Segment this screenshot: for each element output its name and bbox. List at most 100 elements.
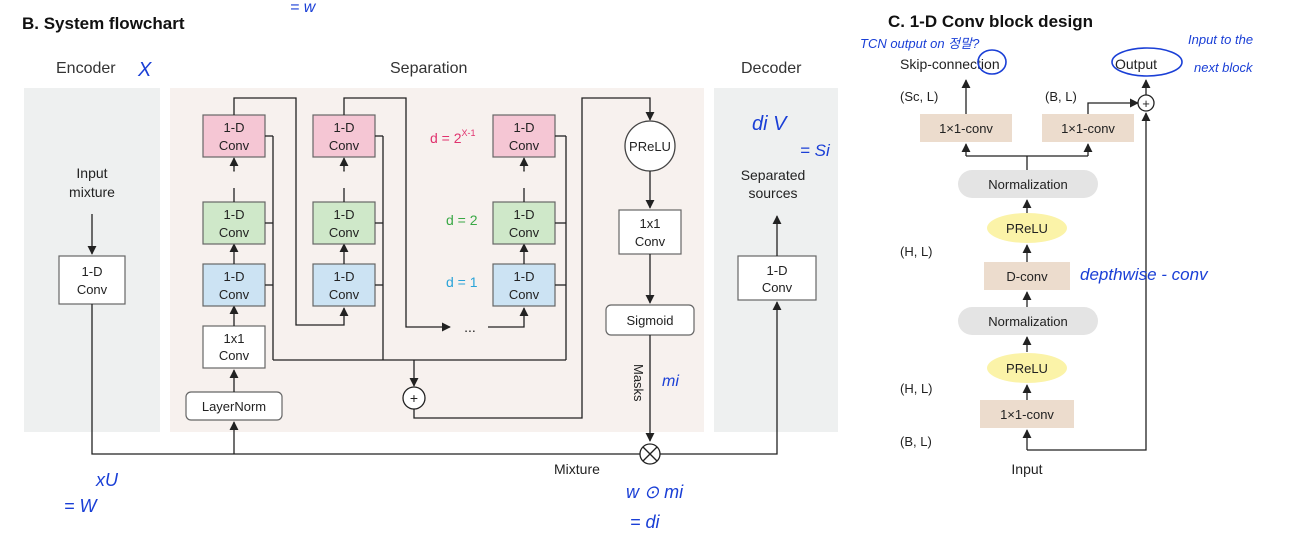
svg-text:1×1-conv: 1×1-conv: [1061, 121, 1115, 136]
stack2-green-conv: 1-D Conv: [312, 201, 376, 245]
decoder-conv-box: 1-D Conv: [737, 255, 817, 301]
svg-text:Normalization: Normalization: [988, 314, 1067, 329]
prelu-bottom: PReLU: [987, 353, 1067, 383]
svg-text:1-D: 1-D: [224, 120, 245, 135]
svg-text:LayerNorm: LayerNorm: [202, 399, 266, 414]
block-design-title: C. 1-D Conv block design: [888, 12, 1093, 31]
svg-text:1×1-conv: 1×1-conv: [939, 121, 993, 136]
mask-conv-box: 1x1 Conv: [618, 209, 682, 255]
residual-conv-box: 1×1-conv: [1042, 114, 1134, 142]
hw-circle-output: [1111, 47, 1183, 77]
svg-text:Conv: Conv: [509, 138, 540, 153]
residual-plus-node: +: [1137, 94, 1155, 112]
svg-text:Conv: Conv: [77, 282, 108, 297]
svg-text:1-D: 1-D: [334, 120, 355, 135]
svg-text:1-D: 1-D: [514, 207, 535, 222]
stack-ellipsis: ...: [464, 319, 476, 335]
hw-input-note-1: Input to the: [1188, 32, 1253, 47]
svg-text:1-D: 1-D: [514, 269, 535, 284]
sum-node: +: [402, 386, 426, 410]
stack1-blue-conv: 1-D Conv: [202, 263, 266, 307]
svg-text:PReLU: PReLU: [1006, 361, 1048, 376]
svg-text:1×1-conv: 1×1-conv: [1000, 407, 1054, 422]
svg-text:1-D: 1-D: [224, 269, 245, 284]
svg-text:Conv: Conv: [219, 138, 250, 153]
svg-text:+: +: [1142, 96, 1150, 111]
multiply-node: [639, 443, 661, 465]
separated-line2: sources: [748, 185, 797, 201]
normalization-top: Normalization: [958, 170, 1098, 198]
svg-text:PReLU: PReLU: [1006, 221, 1048, 236]
hw-w-odot-mi: w ⊙ mi: [626, 482, 684, 502]
separated-line1: Separated: [741, 167, 806, 183]
svg-text:1-D: 1-D: [514, 120, 535, 135]
input-label: Input: [1011, 461, 1042, 477]
svg-text:1-D: 1-D: [334, 269, 355, 284]
hw-si: = Si: [800, 141, 831, 160]
svg-text:Sigmoid: Sigmoid: [627, 313, 674, 328]
svg-text:Normalization: Normalization: [988, 177, 1067, 192]
dim-hl-bottom: (H, L): [900, 381, 933, 396]
svg-text:Conv: Conv: [329, 138, 360, 153]
encoder-label: Encoder: [56, 60, 116, 77]
hw-eq-w: = W: [64, 496, 99, 516]
svg-text:PReLU: PReLU: [629, 139, 671, 154]
input-conv-box: 1×1-conv: [980, 400, 1074, 428]
hw-input-note-2: next block: [1194, 60, 1254, 75]
svg-text:1-D: 1-D: [82, 264, 103, 279]
svg-text:1x1: 1x1: [640, 216, 661, 231]
flowchart-title: B. System flowchart: [22, 14, 185, 33]
masks-label: Masks: [631, 364, 646, 402]
svg-text:+: +: [410, 390, 418, 406]
skip-connection-label: Skip-connection: [900, 56, 1000, 72]
hw-tcn-note: TCN output on 정말?: [860, 36, 980, 51]
depthwise-conv-box: D-conv: [984, 262, 1070, 290]
stack2-pink-conv: 1-D Conv: [312, 114, 376, 158]
hw-encoder-mark: X: [137, 59, 152, 81]
svg-text:D-conv: D-conv: [1006, 269, 1048, 284]
stackX-pink-conv: 1-D Conv: [492, 114, 556, 158]
hw-eq-di: = di: [630, 512, 661, 532]
input-mixture-line1: Input: [76, 165, 107, 181]
output-label: Output: [1115, 56, 1157, 72]
svg-text:Conv: Conv: [509, 225, 540, 240]
svg-text:Conv: Conv: [329, 287, 360, 302]
encoder-conv-box: 1-D Conv: [58, 255, 126, 305]
svg-text:Conv: Conv: [219, 225, 250, 240]
dim-hl-top: (H, L): [900, 244, 933, 259]
hw-mi: mi: [662, 373, 679, 390]
separation-label: Separation: [390, 60, 467, 77]
skip-conv-box: 1×1-conv: [920, 114, 1012, 142]
dilation-bottom: d = 1: [446, 274, 478, 290]
dilation-top: d = 2X-1: [430, 128, 476, 146]
stack2-blue-conv: 1-D Conv: [312, 263, 376, 307]
svg-text:Conv: Conv: [635, 234, 666, 249]
layernorm-box: LayerNorm: [185, 391, 283, 421]
prelu-circle: PReLU: [624, 120, 676, 172]
hw-depthwise-note: depthwise - conv: [1080, 265, 1209, 284]
dim-sc: (Sc, L): [900, 89, 938, 104]
hw-circle-connection: [977, 49, 1007, 75]
stack1-pink-conv: 1-D Conv: [202, 114, 266, 158]
hw-top-w: = w: [290, 0, 317, 16]
bottleneck-conv-box: 1x1 Conv: [202, 325, 266, 369]
svg-text:Conv: Conv: [329, 225, 360, 240]
stackX-blue-conv: 1-D Conv: [492, 263, 556, 307]
svg-text:Conv: Conv: [219, 348, 250, 363]
svg-text:1-D: 1-D: [334, 207, 355, 222]
hw-xu: xU: [95, 470, 119, 490]
dilation-middle: d = 2: [446, 212, 478, 228]
dim-bl-bottom: (B, L): [900, 434, 932, 449]
decoder-label: Decoder: [741, 60, 802, 77]
dim-bl-top: (B, L): [1045, 89, 1077, 104]
sigmoid-box: Sigmoid: [605, 304, 695, 336]
stack1-green-conv: 1-D Conv: [202, 201, 266, 245]
svg-text:Conv: Conv: [509, 287, 540, 302]
svg-text:Conv: Conv: [762, 280, 793, 295]
normalization-bottom: Normalization: [958, 307, 1098, 335]
svg-text:Conv: Conv: [219, 287, 250, 302]
stackX-green-conv: 1-D Conv: [492, 201, 556, 245]
hw-di-v: di V: [752, 113, 788, 135]
prelu-top: PReLU: [987, 213, 1067, 243]
